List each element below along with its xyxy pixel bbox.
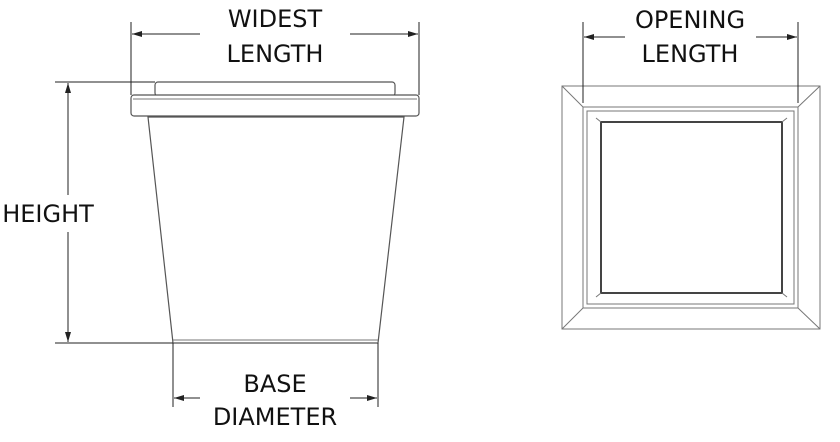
- pot-body: [147, 116, 405, 344]
- pot-top-view: [561, 85, 821, 330]
- opening-length-dimension: OPENING LENGTH: [582, 6, 799, 103]
- pot-side-view: [130, 81, 420, 344]
- inner-frame-edge: [586, 110, 795, 305]
- pot-rim: [130, 94, 420, 117]
- base-diameter-dimension: BASE DIAMETER: [172, 343, 379, 431]
- base-label-line1: BASE: [243, 370, 306, 398]
- inner-frame: [582, 106, 799, 309]
- widest-label-line2: LENGTH: [227, 40, 324, 68]
- outer-frame: [561, 85, 821, 330]
- widest-length-dimension: WIDEST LENGTH: [130, 5, 420, 95]
- height-label: HEIGHT: [2, 200, 94, 228]
- opening: [600, 121, 783, 294]
- height-dimension: HEIGHT: [2, 81, 173, 344]
- base-label-line2: DIAMETER: [213, 403, 337, 431]
- widest-label-line1: WIDEST: [228, 5, 323, 33]
- opening-label-line2: LENGTH: [642, 40, 739, 68]
- pot-lid: [154, 81, 396, 97]
- opening-label-line1: OPENING: [635, 6, 745, 34]
